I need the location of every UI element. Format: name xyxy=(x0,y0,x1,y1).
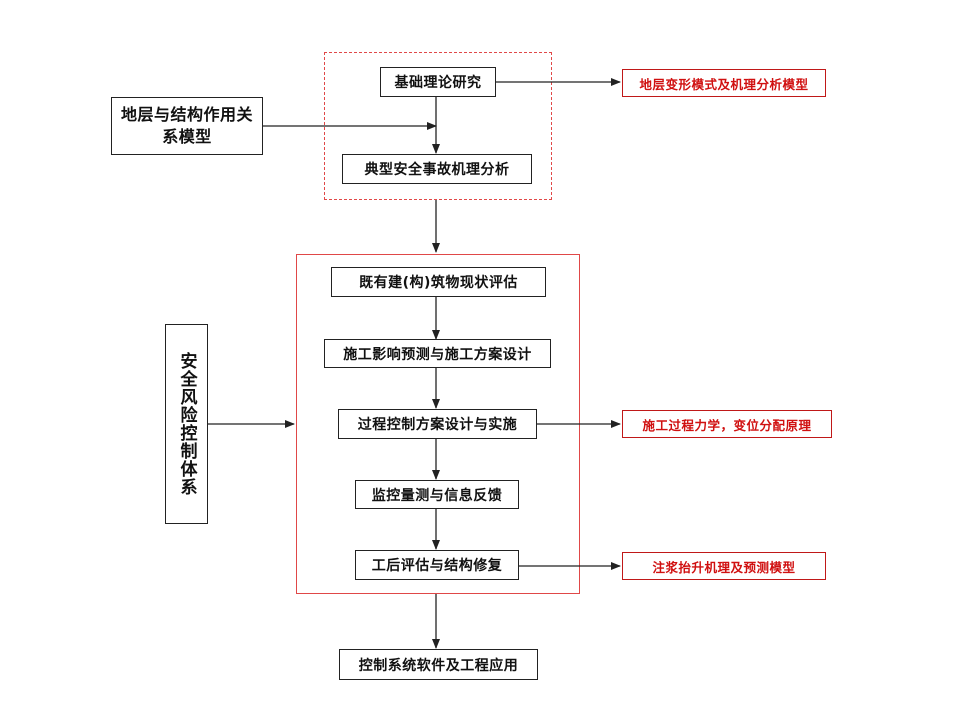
grouting-model-box: 注浆抬升机理及预测模型 xyxy=(622,552,826,580)
monitoring-box: 监控量测与信息反馈 xyxy=(355,480,519,509)
strata-interaction-box: 地层与结构作用关系模型 xyxy=(111,97,263,155)
existing-assessment-box: 既有建(构)筑物现状评估 xyxy=(331,267,546,297)
software-box: 控制系统软件及工程应用 xyxy=(339,649,538,680)
basic-theory-box: 基础理论研究 xyxy=(380,67,496,97)
process-control-box: 过程控制方案设计与实施 xyxy=(338,409,537,439)
post-assessment-box: 工后评估与结构修复 xyxy=(355,550,519,580)
construction-mechanics-box: 施工过程力学，变位分配原理 xyxy=(622,410,832,438)
accident-analysis-box: 典型安全事故机理分析 xyxy=(342,154,532,184)
impact-prediction-box: 施工影响预测与施工方案设计 xyxy=(324,339,551,368)
deformation-model-box: 地层变形模式及机理分析模型 xyxy=(622,69,826,97)
risk-system-box: 安全风险控制体系 xyxy=(165,324,208,524)
